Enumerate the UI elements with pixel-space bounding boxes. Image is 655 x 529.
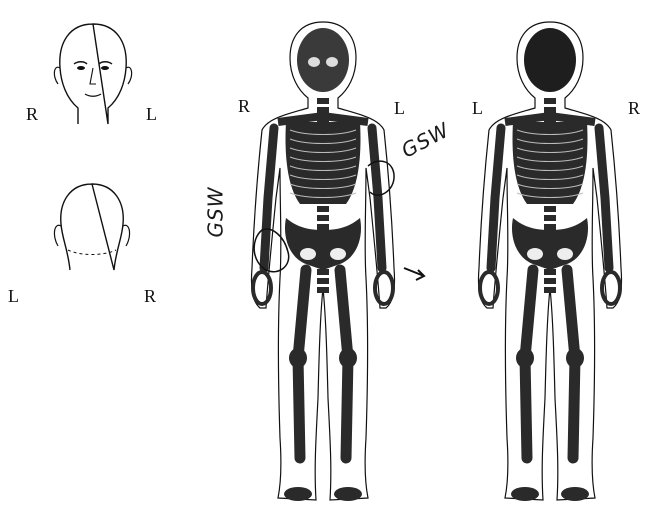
wound-marking-lines xyxy=(0,0,655,529)
